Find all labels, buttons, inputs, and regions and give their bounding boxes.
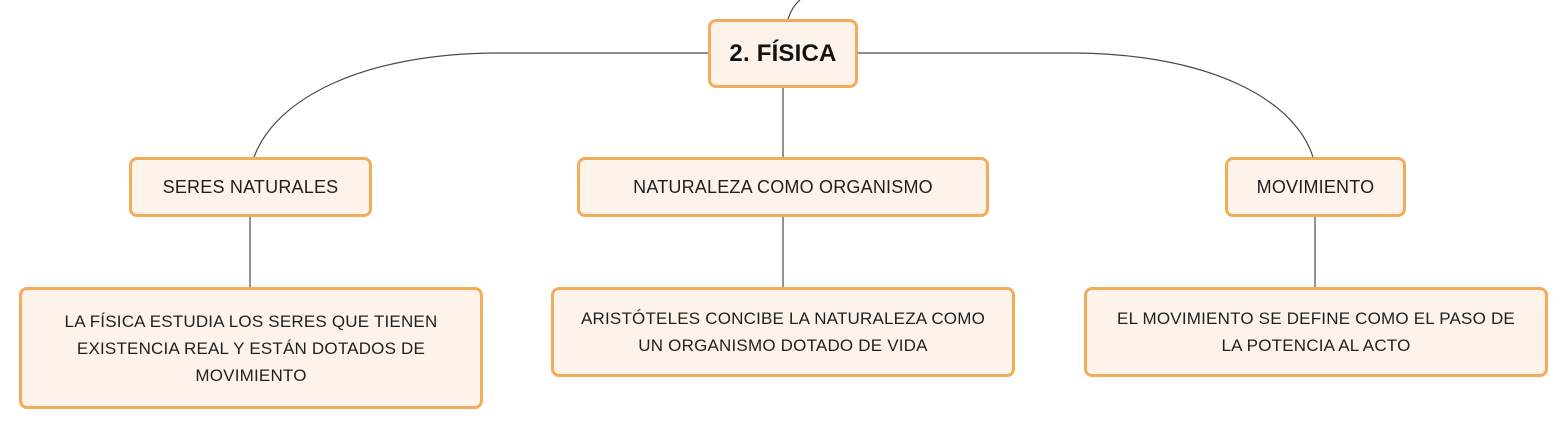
description-text: EL MOVIMIENTO SE DEFINE COMO EL PASO DE …: [1117, 309, 1515, 355]
connector-root-to-movimiento: [858, 52, 1314, 158]
branch-node-seres-naturales[interactable]: SERES NATURALES: [129, 157, 372, 217]
branch-node-label: MOVIMIENTO: [1256, 176, 1375, 197]
connector-root-to-seres-naturales: [253, 52, 708, 158]
incoming-connector: [787, 0, 801, 20]
branch-node-movimiento[interactable]: MOVIMIENTO: [1225, 157, 1406, 217]
description-node-movimiento[interactable]: EL MOVIMIENTO SE DEFINE COMO EL PASO DE …: [1084, 287, 1548, 377]
root-node-label: 2. FÍSICA: [729, 40, 837, 67]
root-node[interactable]: 2. FÍSICA: [708, 19, 858, 88]
description-text: LA FÍSICA ESTUDIA LOS SERES QUE TIENEN E…: [64, 311, 438, 385]
branch-node-label: NATURALEZA COMO ORGANISMO: [633, 176, 933, 197]
description-node-seres-naturales[interactable]: LA FÍSICA ESTUDIA LOS SERES QUE TIENEN E…: [19, 287, 483, 409]
description-node-naturaleza-como-organismo[interactable]: ARISTÓTELES CONCIBE LA NATURALEZA COMO U…: [551, 287, 1015, 377]
branch-node-naturaleza-como-organismo[interactable]: NATURALEZA COMO ORGANISMO: [577, 157, 989, 217]
branch-node-label: SERES NATURALES: [162, 176, 339, 197]
description-text: ARISTÓTELES CONCIBE LA NATURALEZA COMO U…: [580, 309, 986, 355]
